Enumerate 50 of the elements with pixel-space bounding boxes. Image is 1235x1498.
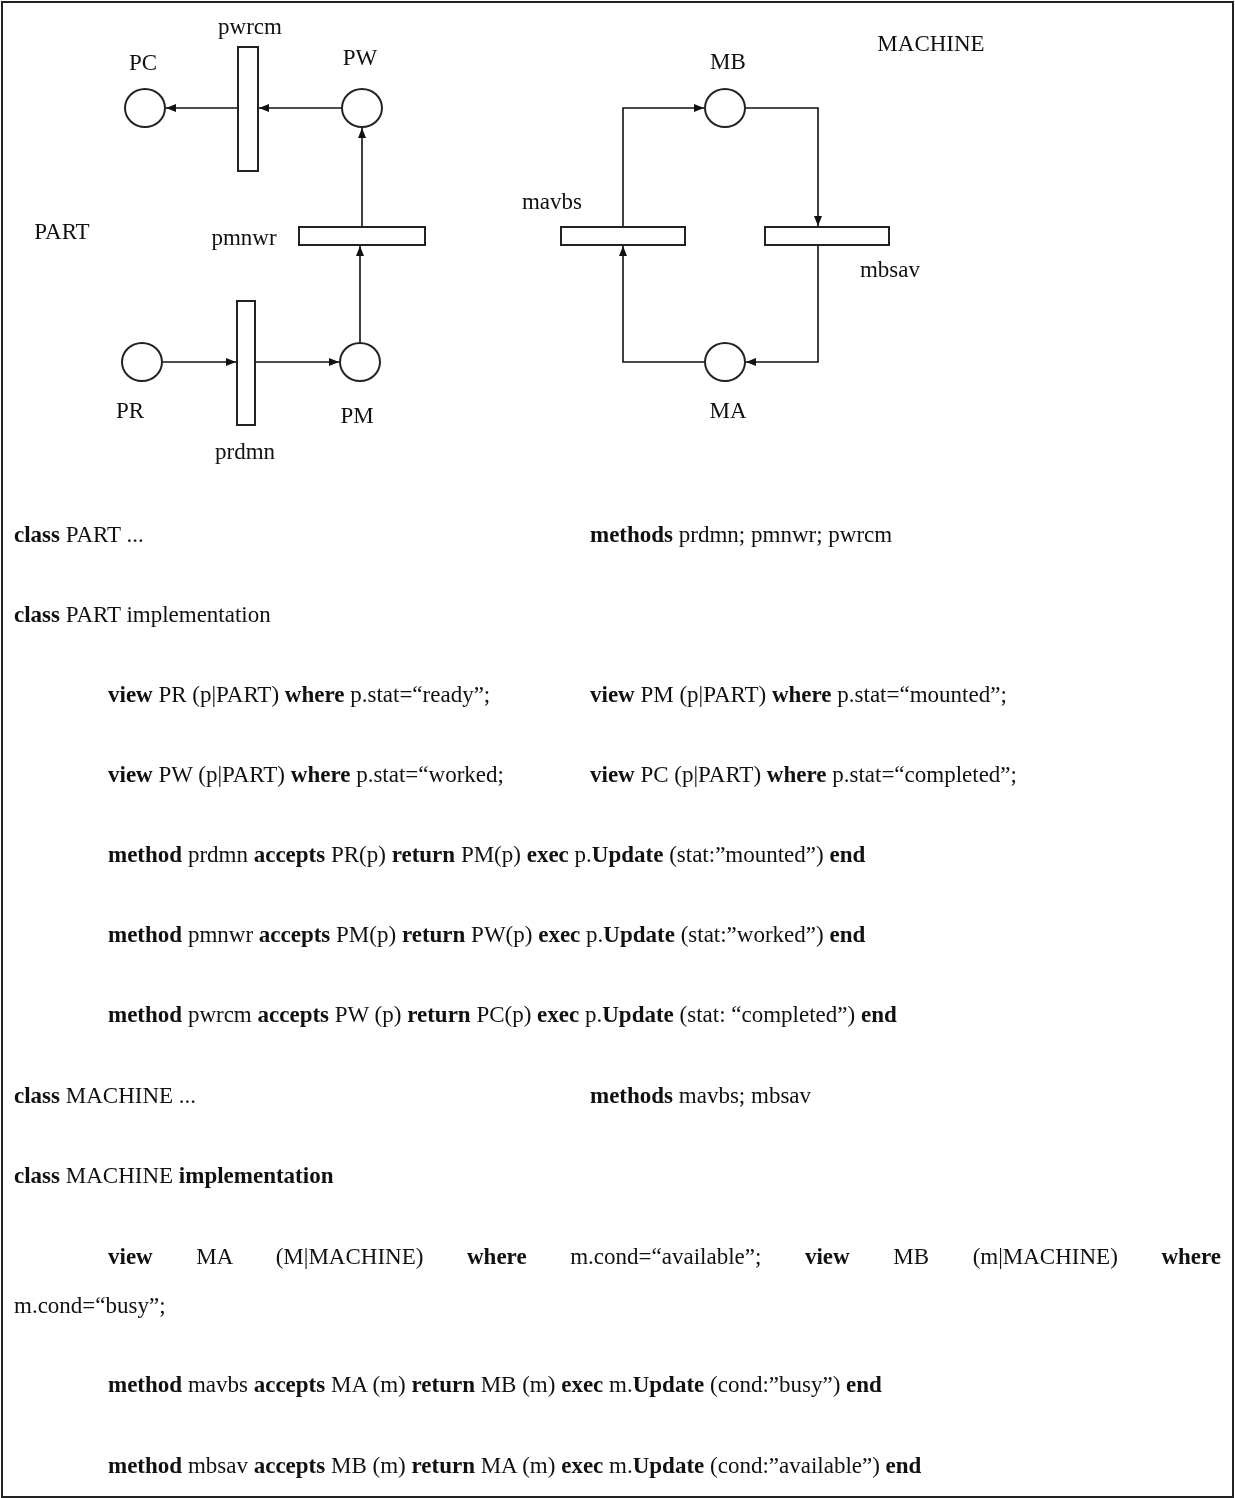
place-label: PM <box>340 402 374 430</box>
place-circle <box>124 88 166 128</box>
code-line: class MACHINE implementation <box>14 1162 334 1190</box>
place-label: PC <box>128 49 158 77</box>
code-line: method pwrcm accepts PW (p) return PC(p) exec p.Update (stat: “completed”) end <box>108 1001 897 1029</box>
transition-bar <box>236 300 256 426</box>
code-line: methods mavbs; mbsav <box>590 1082 812 1110</box>
code-line: view PM (p|PART) where p.stat=“mounted”; <box>590 681 1007 709</box>
place-circle <box>121 342 163 382</box>
place-label: PR <box>115 397 145 425</box>
place-circle <box>339 342 381 382</box>
transition-label: prdmn <box>214 438 276 466</box>
code-line: view PC (p|PART) where p.stat=“completed”; <box>590 761 1017 789</box>
arrow <box>619 245 705 363</box>
transition-bar <box>298 226 426 246</box>
code-line: view PW (p|PART) where p.stat=“worked; <box>108 761 504 789</box>
place-circle <box>704 342 746 382</box>
code-line: methods prdmn; pmnwr; pwrcm <box>590 521 893 549</box>
transition-label: mavbs <box>521 188 583 216</box>
code-line: class PART implementation <box>14 601 271 629</box>
code-line: view PR (p|PART) where p.stat=“ready”; <box>108 681 491 709</box>
place-circle <box>704 88 746 128</box>
net-title: MACHINE <box>877 30 985 58</box>
arrow <box>258 104 342 112</box>
arrow <box>358 127 366 227</box>
code-line: method mbsav accepts MB (m) return MA (m) exec m.Update (cond:”available”) end <box>108 1452 922 1480</box>
place-label: MA <box>709 397 747 425</box>
transition-label: mbsav <box>859 256 921 284</box>
code-line: method pmnwr accepts PM(p) return PW(p) exec p.Update (stat:”worked”) end <box>108 921 866 949</box>
arrow <box>162 358 237 366</box>
arrow <box>622 104 705 227</box>
code-line: class PART ... <box>14 521 144 549</box>
arrow <box>356 245 364 343</box>
arrow <box>165 104 238 112</box>
transition-label: pwrcm <box>218 13 282 41</box>
transition-bar <box>237 46 259 172</box>
net-title: PART <box>34 218 90 246</box>
transition-bar <box>764 226 890 246</box>
code-line: method mavbs accepts MA (m) return MB (m) exec m.Update (cond:”busy”) end <box>108 1371 882 1399</box>
arrow <box>745 107 822 227</box>
code-line: class MACHINE ... <box>14 1082 197 1110</box>
place-circle <box>341 88 383 128</box>
code-line: view MA (M|MACHINE) where m.cond=“available”; view MB (m|MACHINE) where m.cond=“busy”; <box>14 1243 1221 1320</box>
transition-label: pmnwr <box>211 224 277 252</box>
arrow <box>255 358 340 366</box>
arrow <box>745 245 819 366</box>
place-label: PW <box>342 44 378 72</box>
code-line: method prdmn accepts PR(p) return PM(p) exec p.Update (stat:”mounted”) end <box>108 841 866 869</box>
place-label: MB <box>710 48 746 76</box>
transition-bar <box>560 226 686 246</box>
